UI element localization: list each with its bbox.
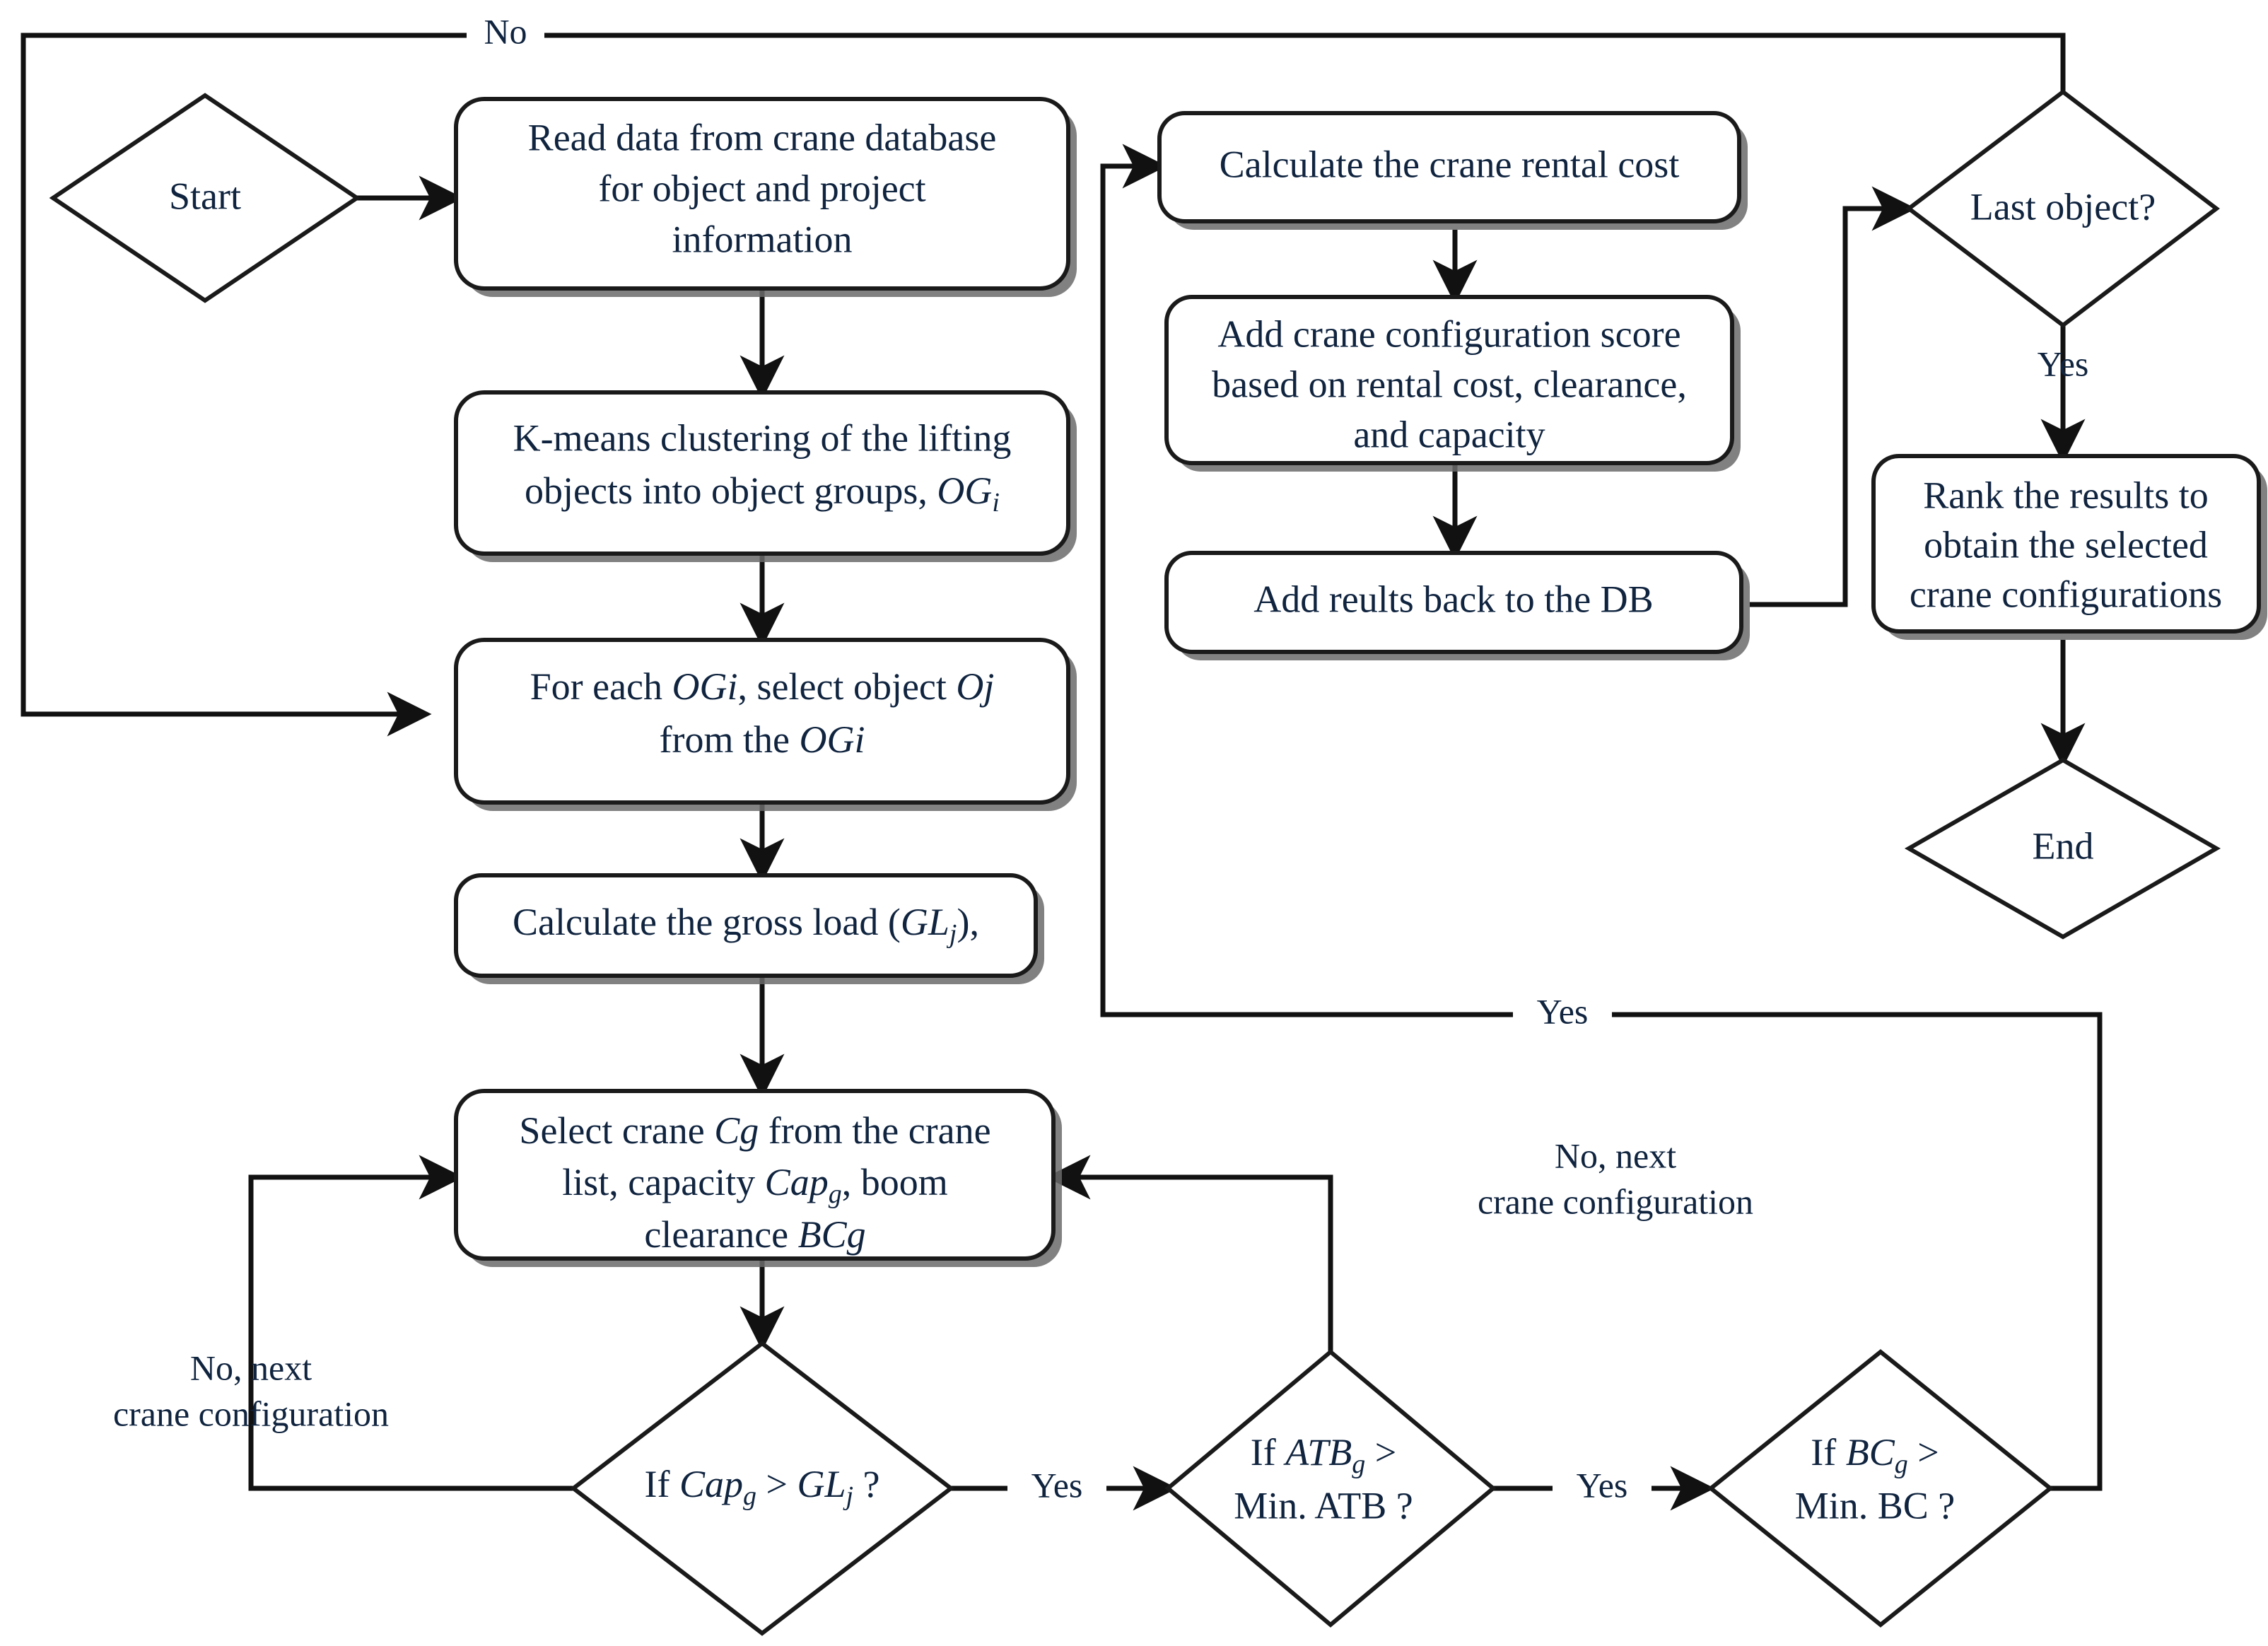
node-gross-load[interactable]: Calculate the gross load (GLj), <box>454 873 1044 984</box>
node-kmeans-line-1: K-means clustering of the lifting <box>513 416 1012 459</box>
edge-label-no-next-right: No, next crane configuration <box>1478 1136 1753 1221</box>
node-start-label: Start <box>169 175 241 217</box>
edge-ifatb-no-loop <box>1046 1155 1333 1352</box>
node-if-capacity[interactable]: If Capg > GLj ? <box>570 1341 954 1636</box>
node-last-object-label: Last object? <box>1970 185 2156 228</box>
edge-label-no-top-text: No <box>484 11 527 51</box>
node-config-score-line-3: and capacity <box>1353 413 1545 455</box>
node-if-atb[interactable]: If ATBg > Min. ATB ? <box>1164 1349 1497 1628</box>
node-for-each-og-line-1: For each OGi, select object Oj <box>530 665 995 708</box>
node-for-each-og[interactable]: For each OGi, select object Oj from the … <box>454 638 1077 811</box>
node-config-score-line-2: based on rental cost, clearance, <box>1212 363 1687 405</box>
edge-ifcap-no-loop <box>248 1155 573 1491</box>
node-select-crane-line-2: list, capacity Capg, boom <box>562 1161 947 1208</box>
node-end-label: End <box>2033 824 2094 867</box>
edge-label-yes-mid-text: Yes <box>1537 991 1589 1031</box>
node-if-atb-line-1: If ATBg > <box>1251 1431 1396 1478</box>
node-read-data-line-2: for object and project <box>598 167 925 209</box>
edge-adddb-to-lastobject <box>1750 186 1917 607</box>
node-select-crane-line-3: clearance BCg <box>644 1213 865 1256</box>
node-add-results-db[interactable]: Add reults back to the DB <box>1164 551 1750 660</box>
edge-label-yes-cap-text: Yes <box>1031 1465 1083 1505</box>
node-read-data[interactable]: Read data from crane database for object… <box>454 97 1077 297</box>
node-if-bc-line-2: Min. BC ? <box>1795 1484 1956 1527</box>
node-select-crane-line-1: Select crane Cg from the crane <box>519 1109 990 1152</box>
node-start[interactable]: Start <box>49 93 361 303</box>
edge-label-no-next-left-line-2: crane configuration <box>113 1394 389 1433</box>
node-rental-cost[interactable]: Calculate the crane rental cost <box>1157 111 1748 230</box>
node-config-score-line-1: Add crane configuration score <box>1217 313 1680 355</box>
node-last-object[interactable]: Last object? <box>1905 89 2220 328</box>
edge-label-yes-last-object-text: Yes <box>2038 344 2089 383</box>
edge-label-yes-last-object: Yes <box>2038 344 2089 383</box>
edge-label-yes-atb: Yes <box>1553 1465 1652 1512</box>
edge-label-yes-atb-text: Yes <box>1577 1465 1628 1505</box>
node-kmeans[interactable]: K-means clustering of the lifting object… <box>454 390 1077 562</box>
edge-label-no-next-right-line-2: crane configuration <box>1478 1181 1753 1221</box>
node-if-bc[interactable]: If BCg > Min. BC ? <box>1707 1349 2054 1628</box>
node-gross-load-label: Calculate the gross load (GLj), <box>513 901 979 948</box>
node-rank-results[interactable]: Rank the results to obtain the selected … <box>1871 454 2267 640</box>
node-if-capacity-label: If Capg > GLj ? <box>644 1463 879 1510</box>
edge-label-no-next-right-line-1: No, next <box>1555 1136 1676 1175</box>
node-kmeans-line-2: objects into object groups, OGi <box>525 469 1000 517</box>
node-select-crane[interactable]: Select crane Cg from the crane list, cap… <box>454 1089 1062 1267</box>
node-rank-results-line-1: Rank the results to <box>1923 474 2208 516</box>
node-read-data-line-1: Read data from crane database <box>528 116 997 158</box>
node-if-bc-line-1: If BCg > <box>1811 1431 1939 1478</box>
edge-label-no-next-left: No, next crane configuration <box>113 1348 389 1433</box>
edge-label-yes-cap: Yes <box>1007 1465 1106 1512</box>
edge-label-no-top: No <box>467 11 544 58</box>
node-read-data-line-3: information <box>672 218 853 260</box>
node-rental-cost-label: Calculate the crane rental cost <box>1220 143 1680 185</box>
node-rank-results-line-3: crane configurations <box>1910 573 2222 615</box>
node-for-each-og-line-2: from the OGi <box>660 718 865 761</box>
node-end[interactable]: End <box>1904 757 2221 940</box>
node-if-atb-line-2: Min. ATB ? <box>1234 1484 1413 1527</box>
node-config-score[interactable]: Add crane configuration score based on r… <box>1164 295 1741 472</box>
node-rank-results-line-2: obtain the selected <box>1924 523 2208 566</box>
edge-label-yes-mid: Yes <box>1513 990 1612 1039</box>
edge-label-no-next-left-line-1: No, next <box>190 1348 312 1387</box>
node-add-results-db-label: Add reults back to the DB <box>1253 578 1653 620</box>
